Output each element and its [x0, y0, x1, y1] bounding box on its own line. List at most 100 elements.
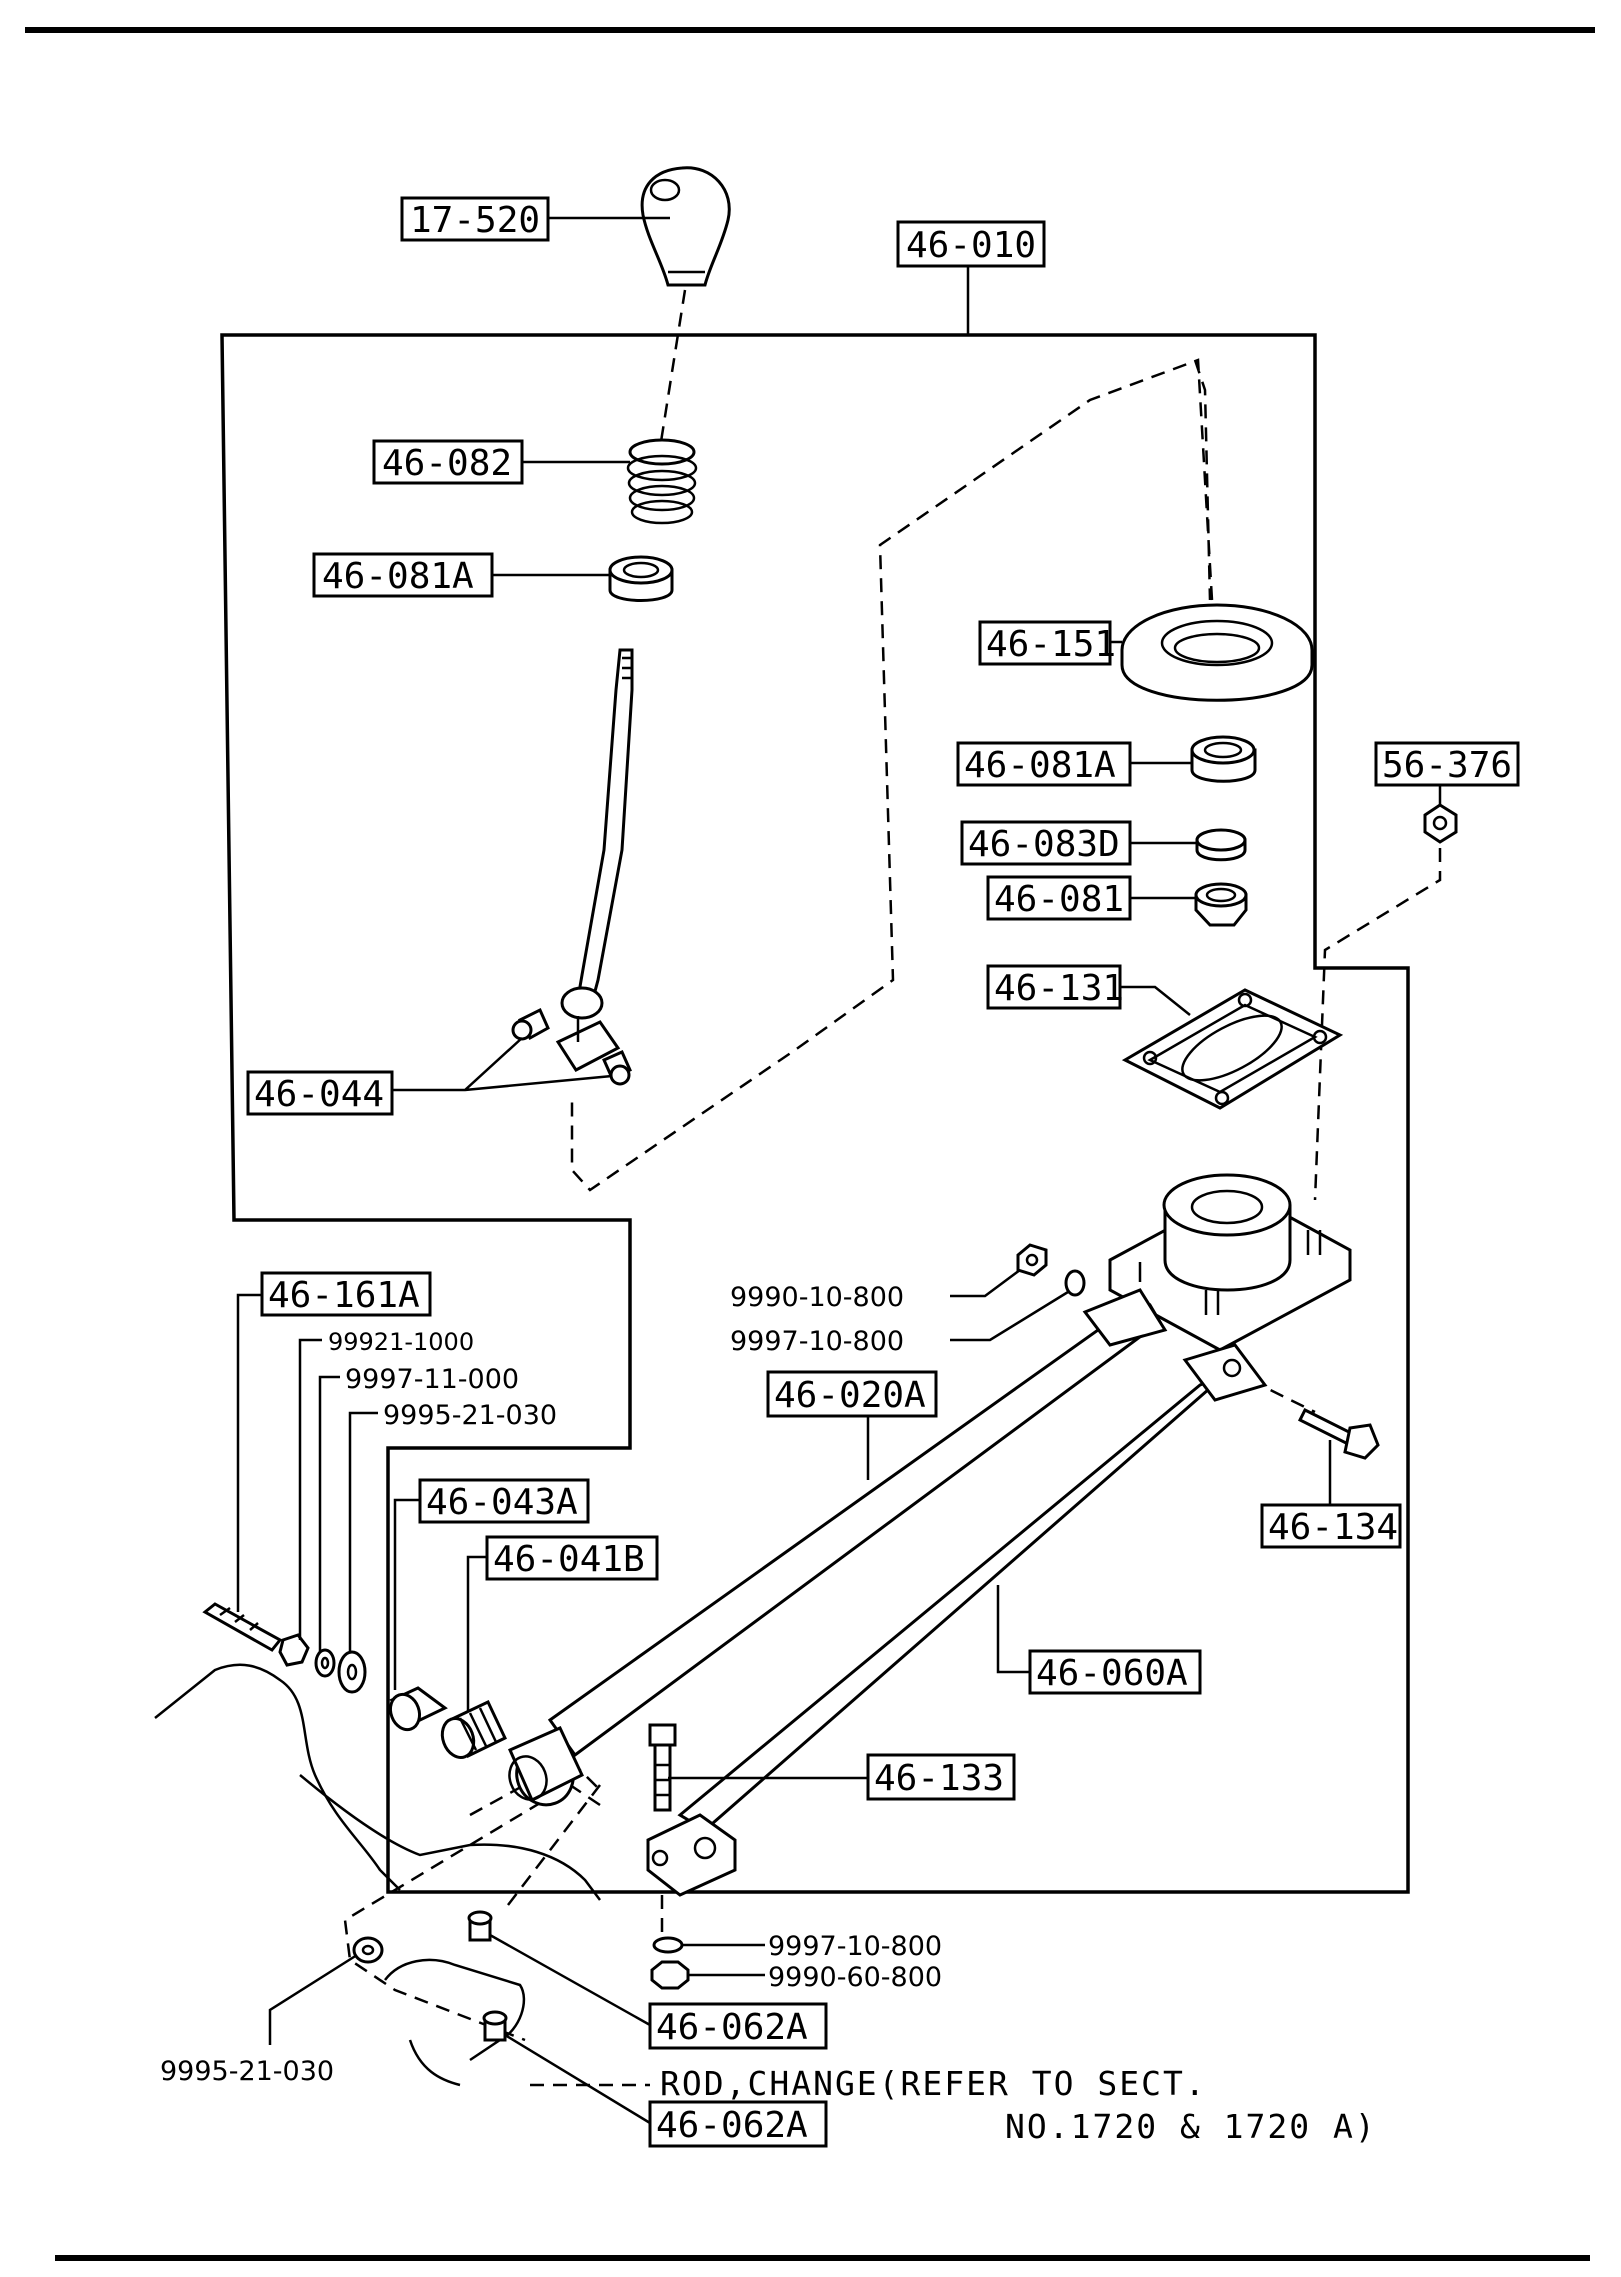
washer-left-large-icon — [337, 1650, 367, 1694]
washer-left-number: 9995-21-030 — [160, 2056, 334, 2087]
callout-extension-bar: 46-060A — [1028, 1649, 1202, 1695]
callout-bushing-label: 46-081 — [994, 879, 1124, 920]
leader-bolt-161 — [236, 1293, 262, 1612]
boot-seat-icon — [1120, 603, 1314, 702]
nut-bottom-number: 9990-60-800 — [768, 1962, 942, 1993]
spring-icon — [626, 438, 698, 525]
callout-knob-label: 17-520 — [410, 200, 540, 241]
callout-pins-label: 46-044 — [254, 1074, 384, 1115]
callout-bushing-upper-label: 46-081A — [322, 556, 474, 597]
nut-left-icon — [278, 1633, 310, 1667]
callout-boot-seat-label: 46-151 — [986, 624, 1116, 665]
callout-bolt-set-label: 46-161A — [268, 1275, 420, 1316]
leader-washer-2 — [318, 1375, 340, 1652]
callout-bush-043-label: 46-043A — [426, 1482, 578, 1523]
transmission-tail — [384, 1958, 526, 2087]
callout-nut-right: 56-376 — [1374, 741, 1520, 787]
rod-change-note-line2: NO.1720 & 1720 A) — [1005, 2107, 1377, 2146]
callout-bushing-right: 46-081A — [956, 741, 1132, 787]
washer-top-icon — [1064, 1269, 1086, 1297]
callout-pin-upper-label: 46-062A — [656, 2007, 808, 2048]
callout-bush-041: 46-041B — [485, 1535, 659, 1581]
pin-icon — [511, 1007, 632, 1086]
shift-rod-icon — [508, 1288, 1168, 1807]
washer-top-number: 9997-10-800 — [730, 1326, 904, 1357]
leader-pin-upper — [489, 1933, 651, 2027]
callout-extension-bar-label: 46-060A — [1036, 1653, 1188, 1694]
pin-062-lower-icon — [482, 2010, 508, 2042]
knob-axis — [658, 289, 687, 449]
leader-washer-top — [950, 1290, 1069, 1342]
leader-bush-043 — [393, 1498, 420, 1690]
callout-bolt-133: 46-133 — [866, 1753, 1016, 1801]
callout-bush-041-label: 46-041B — [493, 1539, 645, 1580]
washer-bottom-left-icon — [352, 1936, 384, 1964]
bush-041-icon — [440, 1700, 507, 1759]
callout-shift-lever-assy: 46-010 — [896, 220, 1046, 268]
shift-lever-icon — [555, 648, 634, 1072]
housing-icon — [1108, 1173, 1352, 1352]
bushing-icon — [1194, 882, 1248, 927]
callout-bolt-134: 46-134 — [1260, 1503, 1402, 1549]
nut-to-stud-line — [1313, 848, 1442, 1201]
callout-bolt-134-label: 46-134 — [1268, 1507, 1398, 1548]
callout-rod-change-label: 46-020A — [774, 1375, 926, 1416]
transmission-outline — [154, 1663, 401, 1891]
nut-icon — [1423, 803, 1458, 844]
callout-ring: 46-083D — [960, 820, 1132, 866]
washer-bottom-number: 9997-10-800 — [768, 1931, 942, 1962]
leader-bush-041 — [466, 1555, 487, 1712]
leader-pin-lower — [504, 2033, 651, 2125]
assembly-frame — [220, 333, 1410, 1894]
bracket-icon — [646, 1813, 737, 1897]
callout-spring-label: 46-082 — [382, 443, 512, 484]
bolt-161-icon — [202, 1602, 283, 1652]
callout-gasket-label: 46-131 — [994, 968, 1124, 1009]
callout-bushing-right-label: 46-081A — [964, 745, 1116, 786]
ring-icon — [1195, 828, 1247, 862]
callout-pin-lower: 46-062A — [648, 2100, 828, 2148]
lower-bracket-outline — [343, 1758, 601, 2042]
callout-bush-043: 46-043A — [418, 1478, 590, 1524]
boot-outline — [570, 358, 1214, 1192]
callout-shift-lever-assy-label: 46-010 — [906, 225, 1036, 266]
bushing-upper-icon — [608, 555, 674, 602]
bolt-133-icon — [648, 1723, 677, 1812]
callout-pins: 46-044 — [246, 1070, 394, 1116]
callout-gasket: 46-131 — [986, 964, 1124, 1010]
nut-bottom-icon — [650, 1960, 690, 1990]
leader-gasket — [1120, 985, 1191, 1016]
callout-bushing-upper: 46-081A — [312, 552, 494, 598]
callout-knob: 17-520 — [400, 196, 550, 242]
rod-change-note-line1: ROD,CHANGE(REFER TO SECT. — [660, 2064, 1207, 2103]
nut-top-number: 9990-10-800 — [730, 1282, 904, 1313]
leader-extension-bar — [996, 1585, 1030, 1674]
leader-nut-top — [950, 1268, 1021, 1298]
callout-spring: 46-082 — [372, 439, 524, 485]
leader-washer-left — [268, 1953, 358, 2045]
callout-boot-seat: 46-151 — [978, 620, 1116, 666]
callout-bolt-set: 46-161A — [260, 1271, 432, 1317]
washer-bottom-icon — [652, 1936, 684, 1954]
bushing-right-icon — [1190, 735, 1257, 783]
callout-ring-label: 46-083D — [968, 824, 1120, 865]
leader-pins — [392, 1037, 613, 1092]
leader-washer-1 — [298, 1338, 322, 1640]
bush-043-icon — [388, 1686, 448, 1732]
transmission-outline-2 — [299, 1774, 601, 1901]
shift-knob-icon — [640, 166, 731, 287]
callout-pin-upper: 46-062A — [648, 2002, 828, 2050]
bolt-134-icon — [1297, 1407, 1380, 1460]
pin-062-upper-icon — [467, 1910, 493, 1942]
callout-pin-lower-label: 46-062A — [656, 2105, 808, 2146]
washer-3-number: 9995-21-030 — [383, 1400, 557, 1431]
callout-bolt-133-label: 46-133 — [874, 1758, 1004, 1799]
nut-top-icon — [1016, 1243, 1048, 1277]
gasket-icon — [1121, 988, 1344, 1110]
callout-bushing: 46-081 — [986, 875, 1132, 921]
leader-washer-3 — [348, 1411, 378, 1652]
washer-1-number: 99921-1000 — [328, 1328, 474, 1356]
callout-rod-change: 46-020A — [766, 1370, 938, 1418]
washer-2-number: 9997-11-000 — [345, 1364, 519, 1395]
